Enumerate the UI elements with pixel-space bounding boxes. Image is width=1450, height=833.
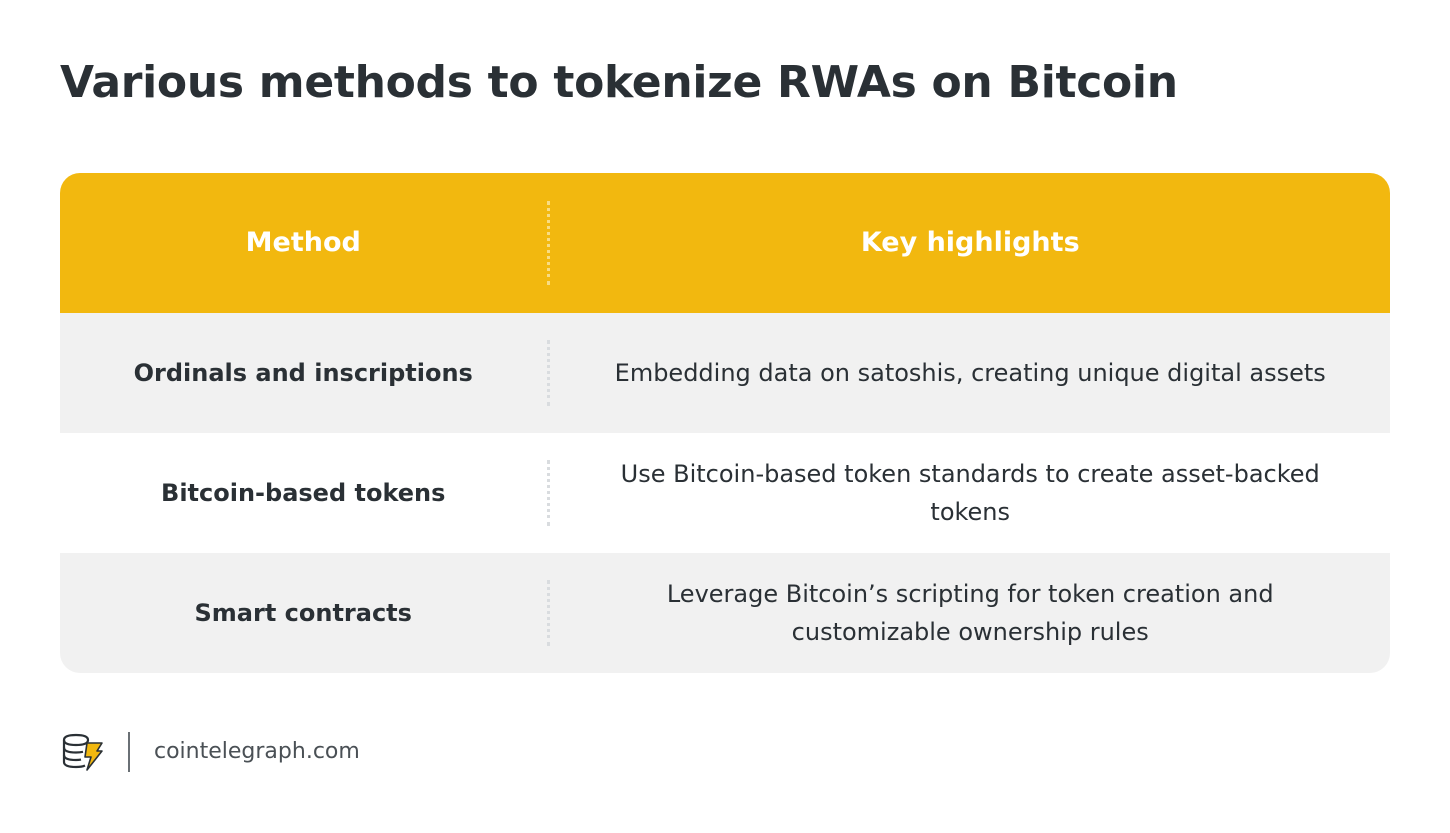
header-highlights-label: Key highlights <box>860 227 1080 258</box>
methods-table: Method Key highlights Ordinals and inscr… <box>60 173 1390 673</box>
highlight-cell: Embedding data on satoshis, creating uni… <box>550 313 1390 433</box>
table-row: Smart contracts Leverage Bitcoin’s scrip… <box>60 553 1390 673</box>
site-domain: cointelegraph.com <box>154 739 360 764</box>
method-label: Ordinals and inscriptions <box>133 359 473 387</box>
header-cell-highlights: Key highlights <box>550 173 1390 313</box>
cointelegraph-logo-icon <box>62 733 103 771</box>
highlight-text: Use Bitcoin-based token standards to cre… <box>620 460 1320 526</box>
method-label: Bitcoin-based tokens <box>161 479 446 507</box>
column-divider <box>546 553 550 673</box>
highlight-cell: Use Bitcoin-based token standards to cre… <box>550 433 1390 553</box>
table-row: Ordinals and inscriptions Embedding data… <box>60 313 1390 433</box>
highlight-cell: Leverage Bitcoin’s scripting for token c… <box>550 553 1390 673</box>
highlight-text: Embedding data on satoshis, creating uni… <box>614 359 1326 387</box>
footer-divider <box>128 732 130 772</box>
page-title: Various methods to tokenize RWAs on Bitc… <box>60 57 1178 108</box>
highlight-text: Leverage Bitcoin’s scripting for token c… <box>666 580 1274 646</box>
header-cell-method: Method <box>60 173 546 313</box>
method-label: Smart contracts <box>194 599 412 627</box>
method-cell: Bitcoin-based tokens <box>60 433 546 553</box>
method-cell: Smart contracts <box>60 553 546 673</box>
table-row: Bitcoin-based tokens Use Bitcoin-based t… <box>60 433 1390 553</box>
header-method-label: Method <box>245 227 361 258</box>
column-divider <box>546 313 550 433</box>
method-cell: Ordinals and inscriptions <box>60 313 546 433</box>
column-divider <box>546 433 550 553</box>
column-divider <box>546 173 550 313</box>
footer: cointelegraph.com <box>60 732 360 772</box>
table-header-row: Method Key highlights <box>60 173 1390 313</box>
